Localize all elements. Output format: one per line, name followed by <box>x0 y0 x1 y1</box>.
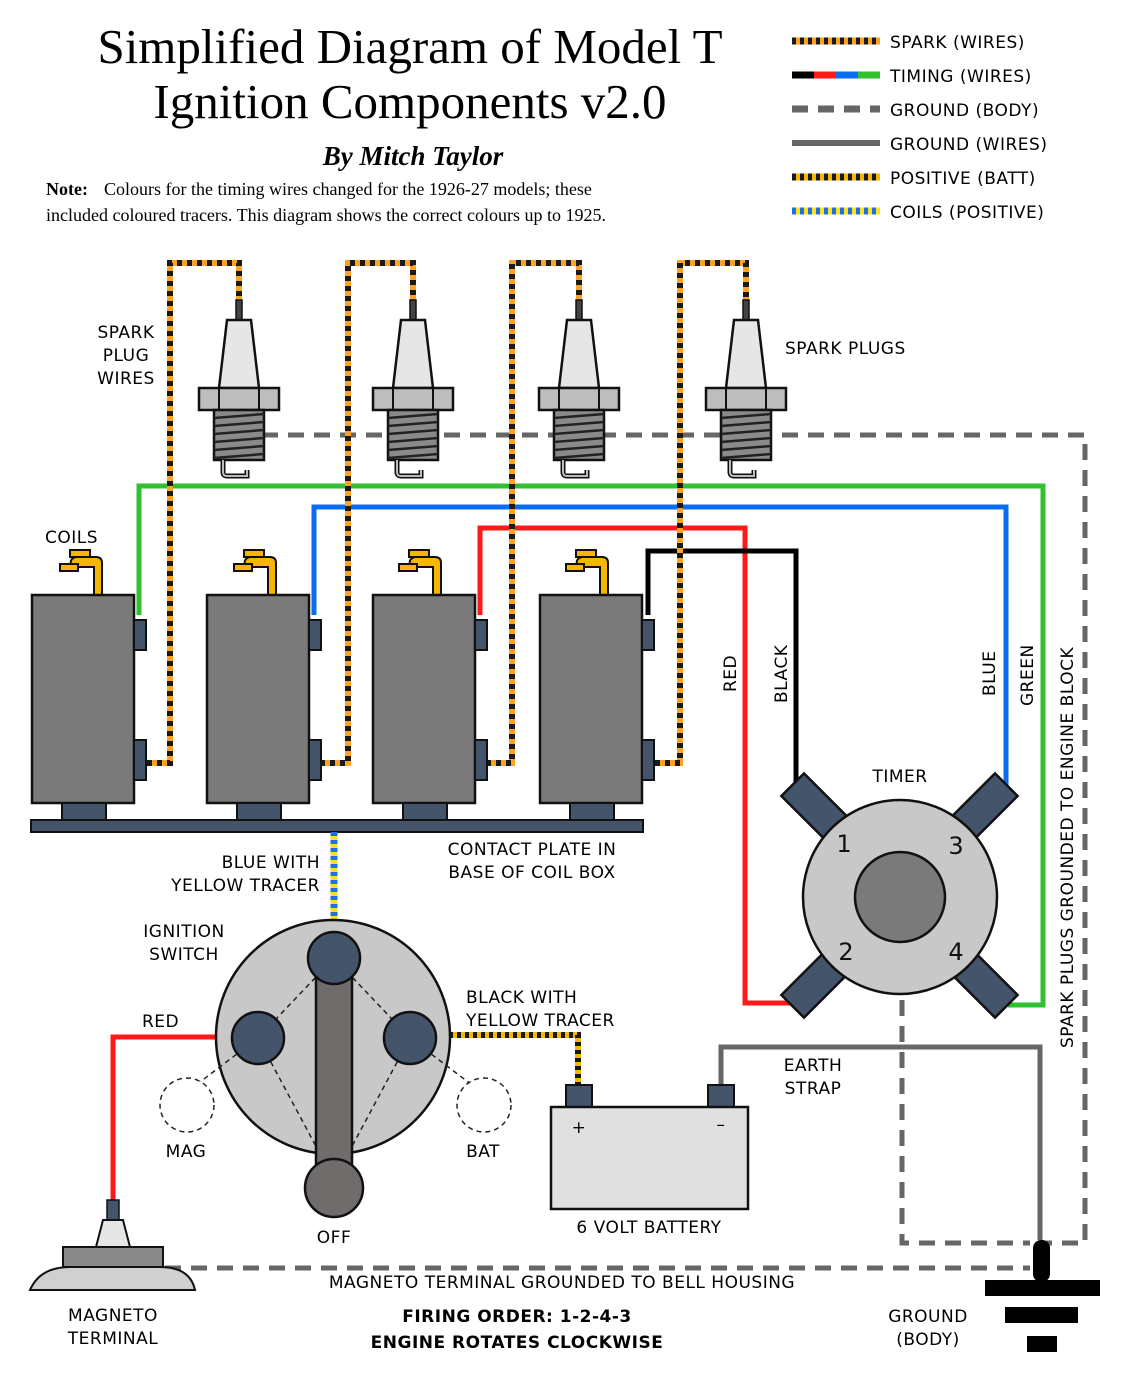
switch-terminal-mag <box>230 1010 286 1066</box>
label-red: RED <box>721 655 741 692</box>
label-magneto-grounded: MAGNETO TERMINAL GROUNDED TO BELL HOUSIN… <box>329 1273 795 1293</box>
label-blue-tracer-2: YELLOW TRACER <box>170 876 320 896</box>
author: By Mitch Taylor <box>322 141 504 171</box>
legend-label-ground-wire: GROUND (WIRES) <box>890 135 1047 155</box>
label-ground-body-2: (BODY) <box>896 1330 960 1350</box>
switch-bat-position <box>456 1077 512 1133</box>
battery-minus-sign: – <box>717 1115 726 1135</box>
label-ground-body-1: GROUND <box>888 1307 968 1327</box>
label-spark-plugs: SPARK PLUGS <box>785 339 906 359</box>
timing-wire-black <box>645 548 799 788</box>
coil-4 <box>538 549 655 821</box>
timer-number-1: 1 <box>836 830 851 858</box>
label-contact-plate-1: CONTACT PLATE IN <box>448 840 617 860</box>
magneto-terminal <box>28 1199 197 1291</box>
legend-ground-body: GROUND (BODY) <box>792 101 1039 121</box>
spark-plug-2 <box>373 300 453 476</box>
label-timer: TIMER <box>871 767 927 787</box>
ground-body-lines <box>165 432 1088 1271</box>
red-wire-magneto <box>110 1034 233 1202</box>
battery-positive-terminal <box>565 1084 593 1108</box>
contact-plate <box>30 819 644 833</box>
label-green: GREEN <box>1018 644 1038 706</box>
legend-spark: SPARK (WIRES) <box>792 33 1025 53</box>
legend-positive: POSITIVE (BATT) <box>792 169 1036 189</box>
legend-label-positive: POSITIVE (BATT) <box>890 169 1036 189</box>
timer-number-2: 2 <box>838 938 853 966</box>
timing-wires <box>136 483 1046 1008</box>
note-label: Note: <box>46 179 88 199</box>
timer-number-3: 3 <box>948 832 963 860</box>
label-red-left: RED <box>142 1012 179 1032</box>
battery-plus-sign: + <box>572 1118 587 1138</box>
legend: SPARK (WIRES) TIMING (WIRES) GROUND (BOD… <box>792 33 1047 223</box>
legend-ground-wire: GROUND (WIRES) <box>792 135 1047 155</box>
label-coils: COILS <box>45 528 98 548</box>
label-battery: 6 VOLT BATTERY <box>576 1218 721 1238</box>
coil-3 <box>371 549 488 821</box>
label-off: OFF <box>317 1228 351 1248</box>
spark-plug-1 <box>199 300 279 476</box>
label-engine-rotates: ENGINE ROTATES CLOCKWISE <box>371 1333 664 1353</box>
timing-wire-green <box>136 483 1046 1008</box>
label-firing-order: FIRING ORDER: 1-2-4-3 <box>402 1307 632 1327</box>
legend-label-timing: TIMING (WIRES) <box>889 67 1032 87</box>
switch-lever-knob[interactable] <box>303 1157 365 1219</box>
ignition-switch <box>159 918 512 1219</box>
label-blue-tracer-1: BLUE WITH <box>222 853 320 873</box>
switch-terminal-top <box>306 930 362 986</box>
label-bat: BAT <box>466 1142 500 1162</box>
spark-plug-4 <box>706 300 786 476</box>
label-contact-plate-2: BASE OF COIL BOX <box>448 863 615 883</box>
legend-timing: TIMING (WIRES) <box>792 67 1032 87</box>
title-line2: Ignition Components v2.0 <box>153 74 666 129</box>
spark-plugs <box>199 300 786 476</box>
label-ignition-switch-1: IGNITION <box>143 922 224 942</box>
label-blue: BLUE <box>980 651 1000 696</box>
label-magneto-terminal-2: TERMINAL <box>67 1329 158 1349</box>
legend-coils: COILS (POSITIVE) <box>792 203 1044 223</box>
timing-wire-red <box>477 525 795 1006</box>
spark-plug-wires <box>147 260 749 766</box>
battery-positive-wire <box>433 1032 581 1085</box>
coil-2 <box>205 549 322 821</box>
switch-mag-position <box>159 1077 215 1133</box>
label-ignition-switch-2: SWITCH <box>149 945 219 965</box>
label-mag: MAG <box>166 1142 207 1162</box>
legend-label-coils: COILS (POSITIVE) <box>890 203 1044 223</box>
timer-hub <box>853 850 947 944</box>
coil-1 <box>30 549 147 821</box>
note-line1: Colours for the timing wires changed for… <box>104 179 592 199</box>
label-spark-plug-wires-1: SPARK <box>97 323 154 343</box>
label-earth-strap-2: STRAP <box>785 1079 842 1099</box>
timer: 1 2 3 4 <box>779 771 1020 1020</box>
timing-wire-blue <box>311 504 1009 795</box>
label-black-tracer-1: BLACK WITH <box>466 988 577 1008</box>
ground-body-symbol <box>985 1240 1100 1352</box>
label-earth-strap-1: EARTH <box>784 1056 843 1076</box>
label-magneto-terminal-1: MAGNETO <box>68 1306 158 1326</box>
label-spark-plug-wires-2: PLUG <box>103 346 150 366</box>
label-spark-grounded: SPARK PLUGS GROUNDED TO ENGINE BLOCK <box>1058 647 1078 1048</box>
legend-label-spark: SPARK (WIRES) <box>890 33 1025 53</box>
switch-lever[interactable] <box>314 958 354 1182</box>
label-black-tracer-2: YELLOW TRACER <box>465 1011 615 1031</box>
spark-plug-3 <box>539 300 619 476</box>
timer-number-4: 4 <box>948 938 963 966</box>
battery: + – <box>549 1084 750 1211</box>
battery-negative-terminal <box>707 1084 735 1108</box>
title-line1: Simplified Diagram of Model T <box>97 19 722 74</box>
note-line2: included coloured tracers. This diagram … <box>46 205 606 225</box>
label-spark-plug-wires-3: WIRES <box>97 369 155 389</box>
coils <box>30 549 655 833</box>
labels: SPARK PLUG WIRES SPARK PLUGS COILS CONTA… <box>45 323 1078 1353</box>
label-black: BLACK <box>772 644 792 703</box>
battery-body <box>549 1105 750 1211</box>
earth-strap-wire <box>718 1044 1043 1240</box>
switch-terminal-bat <box>382 1010 438 1066</box>
legend-label-ground-body: GROUND (BODY) <box>890 101 1039 121</box>
title-block: Simplified Diagram of Model T Ignition C… <box>46 19 723 225</box>
